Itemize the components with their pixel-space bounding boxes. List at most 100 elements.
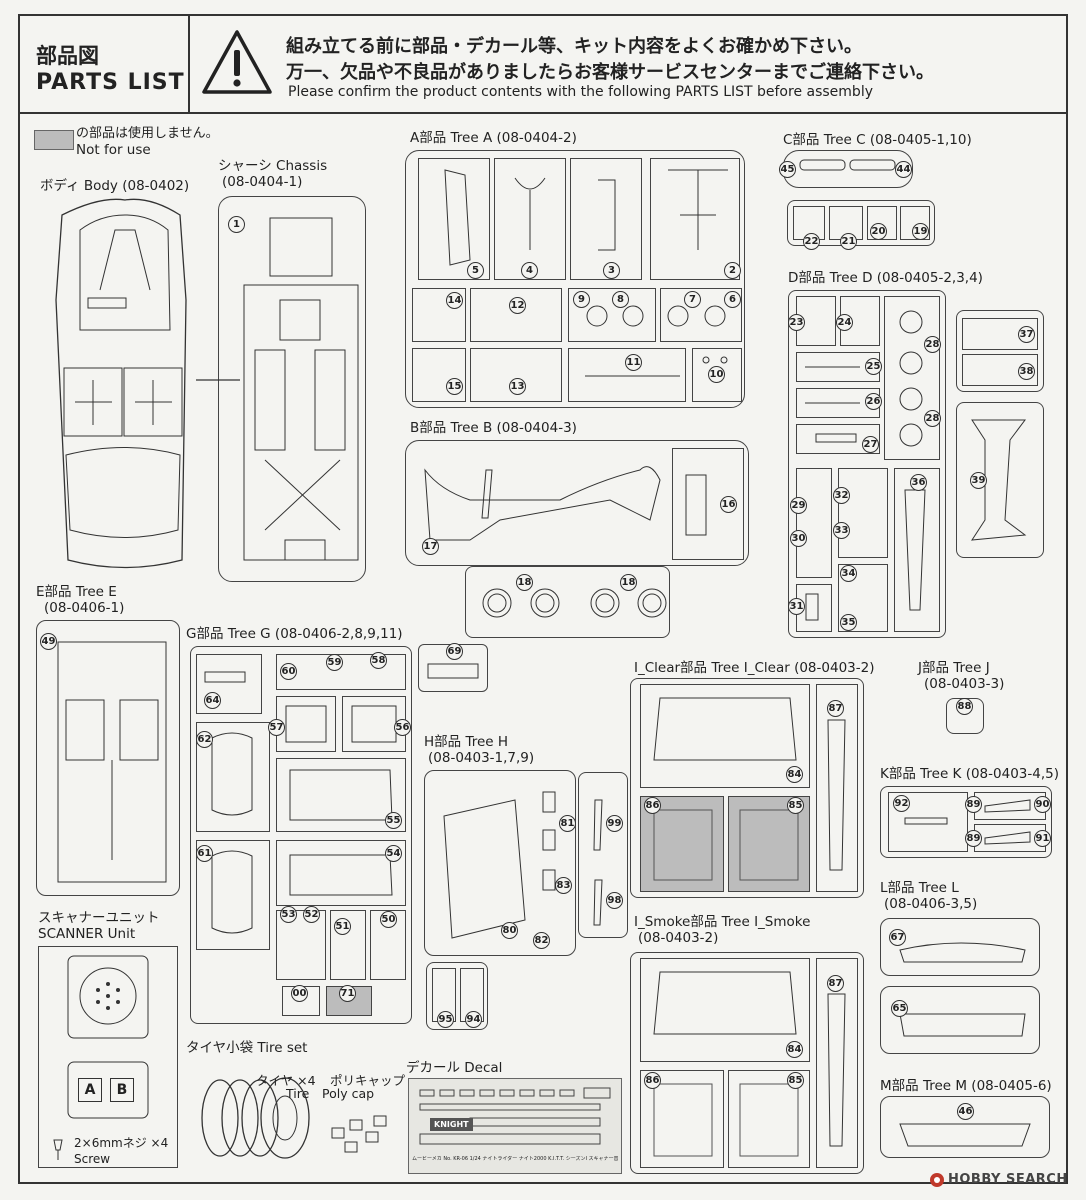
part-number: 59 bbox=[326, 654, 343, 671]
part-number: 39 bbox=[970, 472, 987, 489]
part-number: 51 bbox=[334, 918, 351, 935]
part-number: 30 bbox=[790, 530, 807, 547]
part-number: 65 bbox=[891, 1000, 908, 1017]
part-number: 31 bbox=[788, 598, 805, 615]
part-number: 61 bbox=[196, 845, 213, 862]
part-number: 9 bbox=[573, 291, 590, 308]
part-number: 80 bbox=[501, 922, 518, 939]
part-number: 57 bbox=[268, 719, 285, 736]
part-number: 60 bbox=[280, 663, 297, 680]
part-number: 27 bbox=[862, 436, 879, 453]
tree-m-label: M部品 Tree M (08-0405-6) bbox=[880, 1078, 1052, 1094]
part-number: 50 bbox=[380, 911, 397, 928]
part-number: 95 bbox=[437, 1011, 454, 1028]
tree-e-label-1: E部品 Tree E bbox=[36, 584, 117, 600]
part-number: 18 bbox=[516, 574, 533, 591]
tree-d-cell bbox=[894, 468, 940, 632]
part-number: 87 bbox=[827, 700, 844, 717]
part-number: 67 bbox=[889, 929, 906, 946]
tree-g-sprue bbox=[190, 646, 412, 1024]
scanner-box bbox=[38, 946, 178, 1168]
part-number: 71 bbox=[339, 985, 356, 1002]
tree-d-cell bbox=[838, 564, 888, 632]
part-number: 16 bbox=[720, 496, 737, 513]
knight-decal: KNIGHT bbox=[430, 1118, 473, 1131]
part-number: 53 bbox=[280, 906, 297, 923]
part-number: 88 bbox=[956, 698, 973, 715]
screw-label-jp: 2×6mmネジ ×4 bbox=[74, 1136, 169, 1150]
tree-j-label-2: (08-0403-3) bbox=[924, 676, 1005, 692]
part-number: 84 bbox=[786, 766, 803, 783]
part-number: 99 bbox=[606, 815, 623, 832]
part-number: 90 bbox=[1034, 796, 1051, 813]
part-number: 7 bbox=[684, 291, 701, 308]
tree-a-cell bbox=[412, 288, 466, 342]
part-number: 25 bbox=[865, 358, 882, 375]
tree-e-sprue bbox=[36, 620, 180, 896]
decal-caption: ムービーメカ No. KR-06 1/24 ナイトライダー ナイト2000 K.… bbox=[412, 1156, 618, 1162]
part-number: 28 bbox=[924, 336, 941, 353]
tree-g-cell bbox=[276, 910, 326, 980]
part-number: 5 bbox=[467, 262, 484, 279]
tree-i-smoke-cell bbox=[816, 958, 858, 1168]
tree-g-cell bbox=[276, 654, 406, 690]
part-number: 26 bbox=[865, 393, 882, 410]
part-number: 13 bbox=[509, 378, 526, 395]
poly-cap-label-en: Poly cap bbox=[322, 1086, 375, 1101]
tree-d-cell bbox=[838, 468, 888, 558]
part-number: 69 bbox=[446, 643, 463, 660]
tree-a-cell bbox=[470, 288, 562, 342]
part-number: 24 bbox=[836, 314, 853, 331]
part-number: 2 bbox=[724, 262, 741, 279]
part-number: 6 bbox=[724, 291, 741, 308]
watermark-text: HOBBY SEARCH bbox=[948, 1172, 1068, 1187]
part-number: 20 bbox=[870, 223, 887, 240]
screw-label-en: Screw bbox=[74, 1152, 111, 1166]
scanner-part-b: B bbox=[110, 1078, 134, 1102]
tree-i-clear-cell bbox=[816, 684, 858, 892]
part-number: 34 bbox=[840, 565, 857, 582]
part-number: 89 bbox=[965, 830, 982, 847]
tree-h-label-1: H部品 Tree H bbox=[424, 734, 509, 750]
part-number: 62 bbox=[196, 731, 213, 748]
tree-i-smoke-label-2: (08-0403-2) bbox=[638, 930, 719, 946]
warning-en: Please confirm the product contents with… bbox=[288, 84, 873, 100]
tree-a-sprue bbox=[405, 150, 745, 408]
tree-a-cell bbox=[570, 158, 642, 280]
part-number: 15 bbox=[446, 378, 463, 395]
tree-a-cell bbox=[494, 158, 566, 280]
part-number: 85 bbox=[787, 797, 804, 814]
part-number: 54 bbox=[385, 845, 402, 862]
legend-en: Not for use bbox=[76, 142, 151, 158]
part-number: 64 bbox=[204, 692, 221, 709]
chassis-label-1: シャーシ Chassis bbox=[218, 158, 328, 174]
tree-k-cell bbox=[888, 792, 968, 852]
tree-a-cell bbox=[470, 348, 562, 402]
part-number: 19 bbox=[912, 223, 929, 240]
tree-a-cell bbox=[412, 348, 466, 402]
tree-c-cell bbox=[900, 206, 930, 240]
tree-d-sprue bbox=[788, 290, 946, 638]
tree-a-cell bbox=[660, 288, 742, 342]
part-number: 17 bbox=[422, 538, 439, 555]
chassis-label-2: (08-0404-1) bbox=[222, 174, 303, 190]
tree-b-cell bbox=[672, 448, 744, 560]
part-number: 86 bbox=[644, 1072, 661, 1089]
part-number: 00 bbox=[291, 985, 308, 1002]
tree-i-clear-cell bbox=[640, 684, 810, 788]
warning-jp-line1: 組み立てる前に部品・デカール等、キット内容をよくお確かめ下さい。 bbox=[286, 36, 862, 57]
legend-jp: の部品は使用しません。 bbox=[76, 126, 219, 141]
tree-d-cell bbox=[796, 468, 832, 578]
part-number: 55 bbox=[385, 812, 402, 829]
part-number: 29 bbox=[790, 497, 807, 514]
part-number: 33 bbox=[833, 522, 850, 539]
part-number: 98 bbox=[606, 892, 623, 909]
part-number: 84 bbox=[786, 1041, 803, 1058]
part-number: 8 bbox=[612, 291, 629, 308]
part-number: 35 bbox=[840, 614, 857, 631]
part-number: 36 bbox=[910, 474, 927, 491]
tree-h-side-sprue bbox=[578, 772, 628, 938]
tree-i-clear-label: I_Clear部品 Tree I_Clear (08-0403-2) bbox=[634, 660, 875, 676]
part-number: 22 bbox=[803, 233, 820, 250]
tree-k-label: K部品 Tree K (08-0403-4,5) bbox=[880, 766, 1059, 782]
